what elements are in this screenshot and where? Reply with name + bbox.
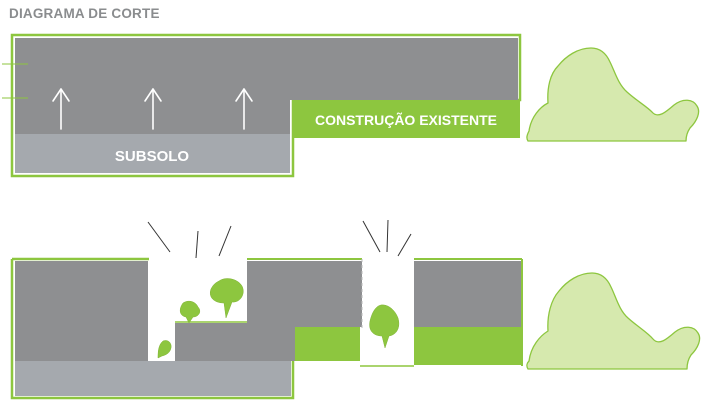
proposed-outline (10, 259, 295, 400)
proposed-section (10, 219, 523, 400)
hill-foliage-icon (526, 47, 700, 142)
low-block (175, 323, 295, 361)
tower-block-middle (247, 261, 362, 327)
existing-building-label: CONSTRUÇÃO EXISTENTE (315, 111, 497, 128)
up-arrow-icon (52, 88, 70, 130)
existing-building-block (293, 101, 520, 138)
basement-block (15, 361, 291, 396)
up-arrow-icon (144, 88, 162, 130)
tree-icon (179, 300, 201, 324)
tree-icon (369, 304, 400, 349)
current-section: SUBSOLO CONSTRUÇÃO EXISTENTE (2, 33, 522, 178)
existing-mass (15, 38, 518, 134)
basement-block (15, 134, 290, 173)
basement-label: SUBSOLO (115, 148, 190, 165)
up-arrow-icon (235, 88, 253, 130)
tower-block-right (414, 261, 521, 327)
tree-icon (210, 278, 244, 319)
sun-ray-icon (147, 219, 412, 259)
tower-block-left (15, 261, 148, 361)
diagram-title: DIAGRAMA DE CORTE (9, 6, 160, 21)
hill-foliage-icon (526, 272, 701, 370)
existing-building-segment (295, 327, 360, 361)
existing-building-segment (414, 327, 521, 365)
tree-icon (157, 340, 172, 359)
